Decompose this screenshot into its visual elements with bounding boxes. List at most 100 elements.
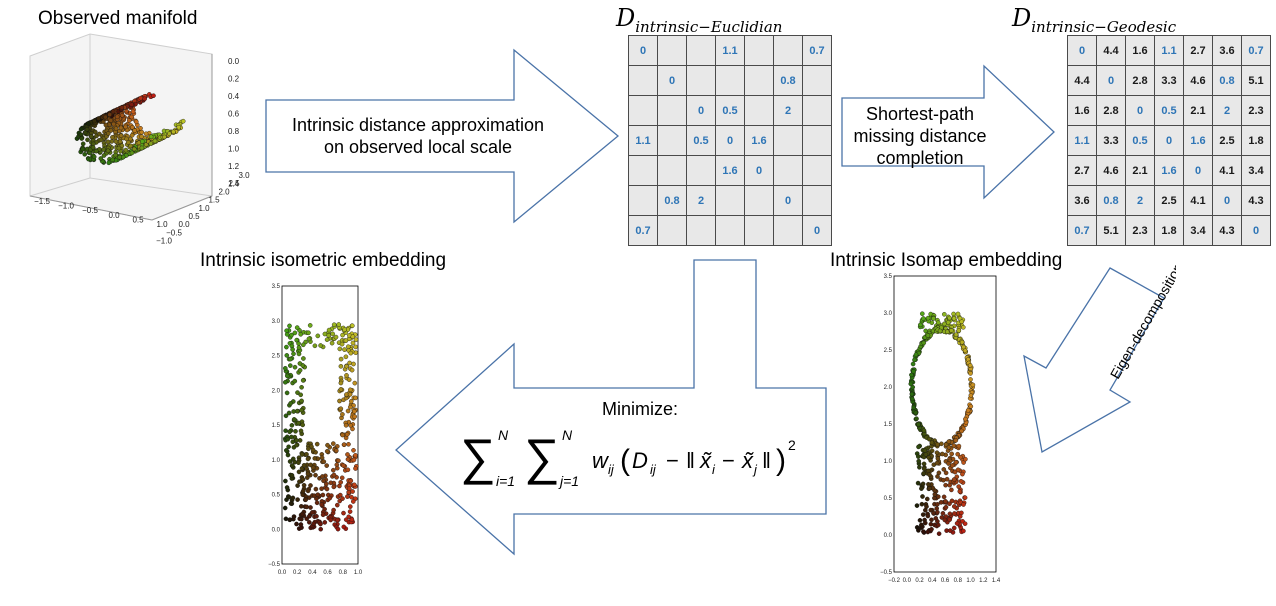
isomap-point [965,407,971,413]
isometric-point [348,350,354,356]
isomap-point [943,482,948,488]
svg-text:j=1: j=1 [558,473,579,489]
isometric-point [294,337,300,343]
isomap-point [968,377,973,382]
matrix-cell: 4.3 [1241,185,1271,216]
isomap-point [962,521,968,527]
isometric-point [313,486,319,492]
y-tick: 0.0 [178,220,190,229]
manifold-point [98,156,104,161]
isometric-point [315,492,321,497]
isomap-point [953,460,959,465]
matrix-cell [628,95,658,126]
manifold-point [109,139,115,144]
isomap-point [933,515,939,521]
isomap-point [918,322,923,328]
isometric-x-tick: 1.0 [354,570,363,576]
manifold-point [92,118,97,124]
isomap-point [958,454,963,460]
isometric-point [289,472,295,478]
isometric-point [297,479,302,484]
isometric-point [331,484,337,490]
isometric-point [305,471,311,477]
geodesic-title-sub: intrinsic−Geodesic [1031,17,1177,36]
isomap-point [929,517,934,523]
matrix-cell [657,95,687,126]
isomap-y-tick: −0.5 [880,570,893,576]
isomap-point [926,436,932,442]
isometric-point [346,514,351,520]
observed-manifold-label: Observed manifold [38,8,198,29]
isometric-point [283,428,288,433]
isometric-point [348,504,353,509]
isomap-y-tick: 2.0 [884,385,893,391]
matrix-cell: 0 [802,215,832,246]
isomap-point [936,522,941,528]
isomap-point [934,450,940,455]
matrix-cell: 1.6 [1125,35,1155,66]
isomap-point [945,320,951,325]
isometric-point [351,447,356,453]
manifold-point [110,109,116,114]
isomap-point [921,529,926,534]
isometric-point [337,398,342,404]
shortest-line3: completion [876,148,964,168]
isomap-point [936,494,941,499]
isometric-point [300,422,306,428]
matrix-cell: 3.6 [1067,185,1097,216]
isometric-point [345,494,350,499]
matrix-cell [657,35,687,66]
matrix-cell: 3.6 [1212,35,1242,66]
isometric-point [314,441,320,447]
y-tick: −1.0 [156,237,172,246]
isomap-point [923,452,929,457]
isometric-point [347,360,352,366]
isomap-point [961,344,966,350]
manifold-point [107,112,112,117]
matrix-cell [657,215,687,246]
isometric-point [324,486,330,492]
isometric-point [338,492,343,498]
matrix-cell: 4.4 [1067,65,1097,96]
svg-text:i=1: i=1 [496,473,515,489]
isometric-point [299,503,304,509]
isomap-point [955,311,961,317]
isometric-point [353,466,358,471]
isometric-point [311,521,317,527]
manifold-point [119,105,125,110]
isometric-point [296,460,301,465]
isometric-point [308,483,313,488]
isomap-x-tick: 0.6 [941,578,950,584]
isometric-point [286,410,292,416]
manifold-points [74,92,186,166]
isometric-y-tick: 1.0 [272,458,281,464]
isomap-y-tick: 3.0 [884,311,893,317]
isometric-point [314,465,320,471]
isomap-point [936,320,941,326]
isometric-point [282,366,288,371]
matrix-cell: 0.7 [1067,215,1097,246]
isometric-point [336,458,341,463]
isometric-point [294,408,300,414]
matrix-cell: 1.1 [1154,35,1184,66]
isomap-y-ticks: 3.53.02.52.01.51.00.50.0−0.5 [880,274,893,576]
isometric-point [284,328,289,334]
isometric-point [348,478,354,484]
isometric-point [331,441,336,446]
isometric-point [289,422,295,428]
matrix-cell: 2.3 [1125,215,1155,246]
matrix-cell: 2 [1212,95,1242,126]
isomap-point [928,507,934,513]
isometric-point [352,414,357,419]
matrix-cell [628,65,658,96]
isomap-point [968,371,973,376]
isometric-x-tick: 0.8 [339,570,348,576]
manifold-point [148,141,154,146]
isomap-point [951,443,957,448]
matrix-cell [773,155,803,186]
matrix-cell: 0 [1241,215,1271,246]
matrix-cell [686,65,716,96]
